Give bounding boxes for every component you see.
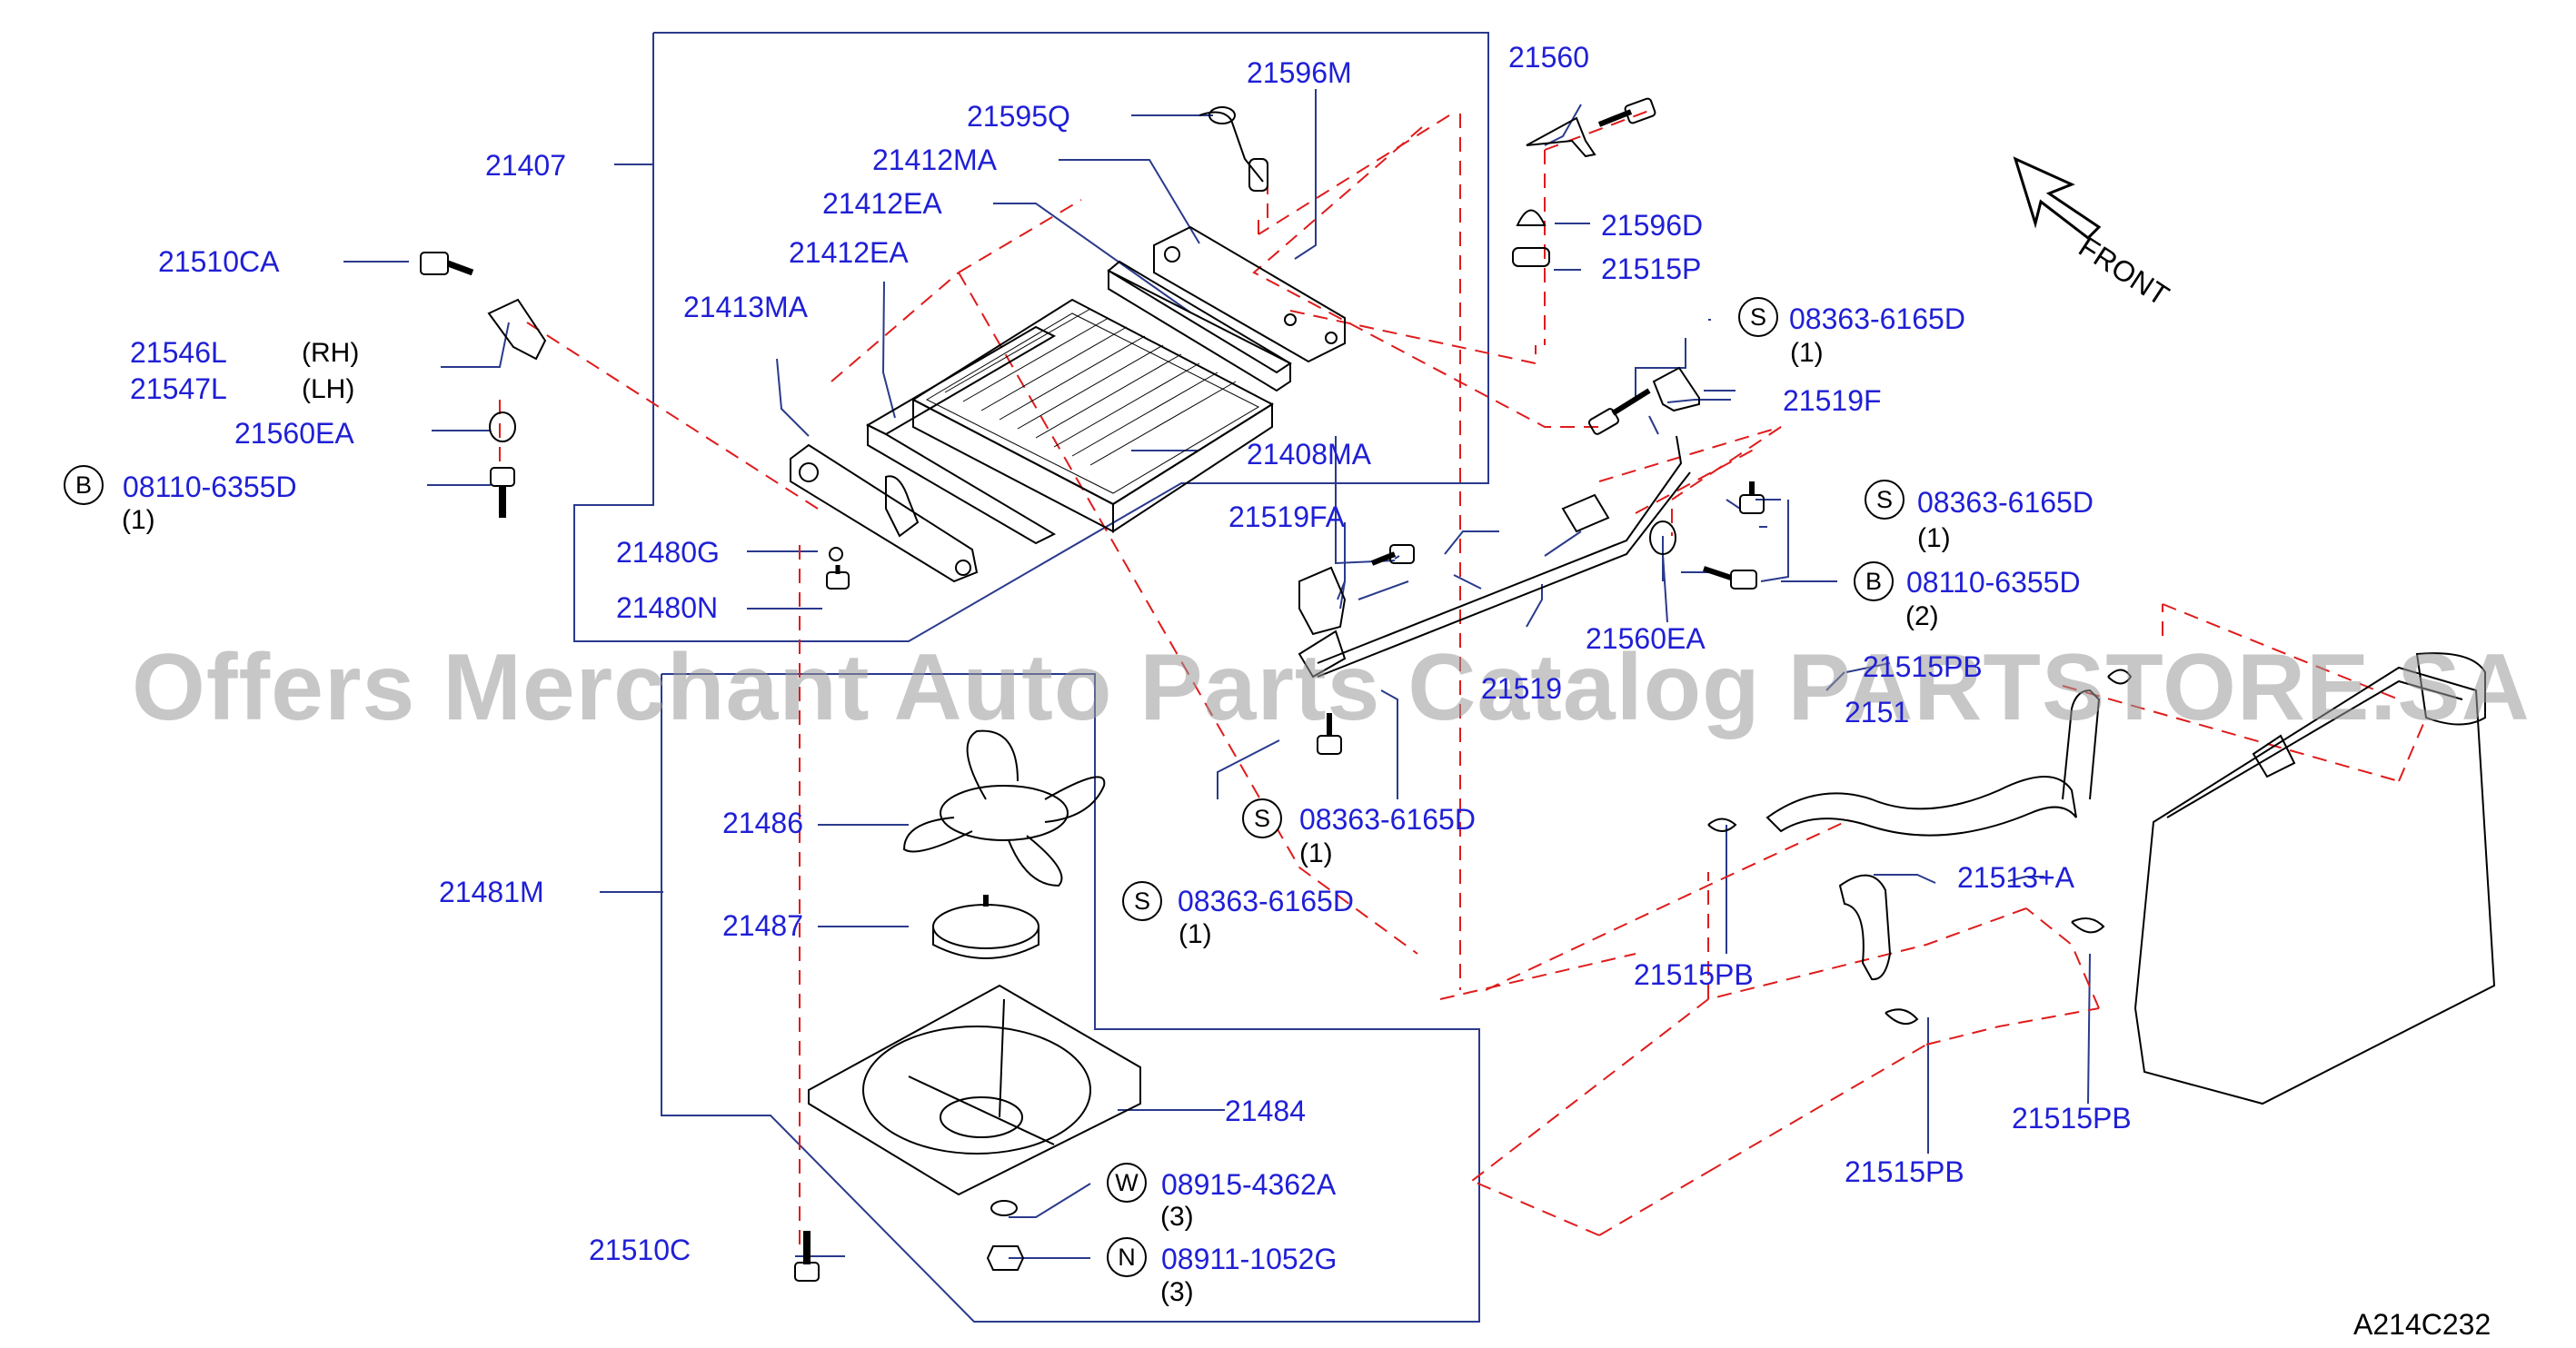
marker-s-1: S: [1738, 297, 1778, 337]
callout-08911-1052G: 08911-1052G: [1161, 1243, 1338, 1275]
callout-08110-6355D-1: 08110-6355D: [123, 471, 297, 503]
side-lh: (LH): [302, 374, 355, 404]
marker-n-1: N: [1107, 1237, 1147, 1277]
callout-21515PB-1: 21515PB: [1634, 958, 1754, 991]
qty-08915-4362A: (3): [1160, 1202, 1194, 1232]
leader-lines: [343, 89, 2091, 1259]
callout-21513A: 21513+A: [1957, 861, 2075, 894]
callout-21560EA-2: 21560EA: [1586, 622, 1706, 655]
qty-08363-6165D-3: (1): [1299, 838, 1333, 868]
marker-s-3: S: [1242, 798, 1282, 838]
callout-21487: 21487: [722, 909, 803, 942]
callout-21519: 21519: [1481, 672, 1562, 705]
callout-08363-6165D-3: 08363-6165D: [1299, 803, 1476, 836]
callout-21407: 21407: [485, 149, 566, 182]
callout-08363-6165D-4: 08363-6165D: [1178, 885, 1354, 917]
marker-w-1: W: [1107, 1163, 1147, 1203]
side-rh: (RH): [302, 338, 360, 368]
callout-21510CA: 21510CA: [158, 245, 280, 278]
callout-21515P: 21515P: [1601, 253, 1702, 285]
callout-21412EA-1: 21412EA: [822, 187, 942, 220]
callout-21560: 21560: [1508, 41, 1589, 74]
diagram-code: A214C232: [2353, 1308, 2491, 1341]
callout-21596M: 21596M: [1247, 56, 1352, 89]
callout-21412EA-2: 21412EA: [789, 236, 909, 269]
callout-21480G: 21480G: [616, 536, 720, 569]
qty-08110-6355D-2: (2): [1905, 601, 1939, 631]
callout-08363-6165D-1: 08363-6165D: [1789, 302, 1965, 335]
callout-21486: 21486: [722, 807, 803, 839]
callout-21515PB-3: 21515PB: [1845, 1155, 1964, 1188]
callout-21510C: 21510C: [589, 1234, 691, 1266]
qty-08911-1052G: (3): [1160, 1277, 1194, 1307]
callout-2151-partial: 2151: [1845, 696, 1910, 729]
callout-21408MA: 21408MA: [1247, 438, 1371, 471]
marker-s-4: S: [1122, 881, 1162, 921]
callout-21546L: 21546L: [130, 336, 227, 369]
callout-21560EA-1: 21560EA: [234, 417, 354, 450]
callout-21519F: 21519F: [1783, 384, 1882, 417]
group-box-21481M: [661, 673, 1480, 1323]
callout-08915-4362A: 08915-4362A: [1161, 1168, 1337, 1201]
watermark: Offers Merchant Auto Parts Catalog PARTS…: [132, 635, 2531, 740]
qty-08110-6355D-1: (1): [122, 505, 155, 535]
callout-21484: 21484: [1225, 1095, 1306, 1127]
callout-21412MA: 21412MA: [872, 144, 997, 176]
marker-s-2: S: [1865, 480, 1905, 520]
callout-21480N: 21480N: [616, 591, 719, 624]
callout-21596D: 21596D: [1601, 209, 1704, 242]
parts: [420, 97, 2496, 1282]
callout-21413MA: 21413MA: [683, 291, 808, 323]
callout-21515PB-2: 21515PB: [2012, 1102, 2132, 1135]
front-arrow: [2013, 156, 2102, 240]
callout-21547L: 21547L: [130, 372, 227, 405]
qty-08363-6165D-4: (1): [1179, 919, 1212, 949]
qty-08363-6165D-2: (1): [1917, 523, 1951, 553]
dashed-guides: [499, 108, 2427, 1254]
callout-21595Q: 21595Q: [967, 100, 1070, 133]
marker-b-1: B: [64, 465, 104, 505]
callout-21481M: 21481M: [439, 876, 544, 908]
marker-b-2: B: [1854, 561, 1894, 601]
callout-08110-6355D-2: 08110-6355D: [1906, 566, 2081, 599]
callout-21519FA: 21519FA: [1228, 501, 1346, 533]
callout-08363-6165D-2: 08363-6165D: [1917, 486, 2094, 519]
callout-21515PB-top: 21515PB: [1863, 650, 1983, 683]
qty-08363-6165D-1: (1): [1790, 338, 1824, 368]
group-box-21407: [573, 32, 1489, 642]
